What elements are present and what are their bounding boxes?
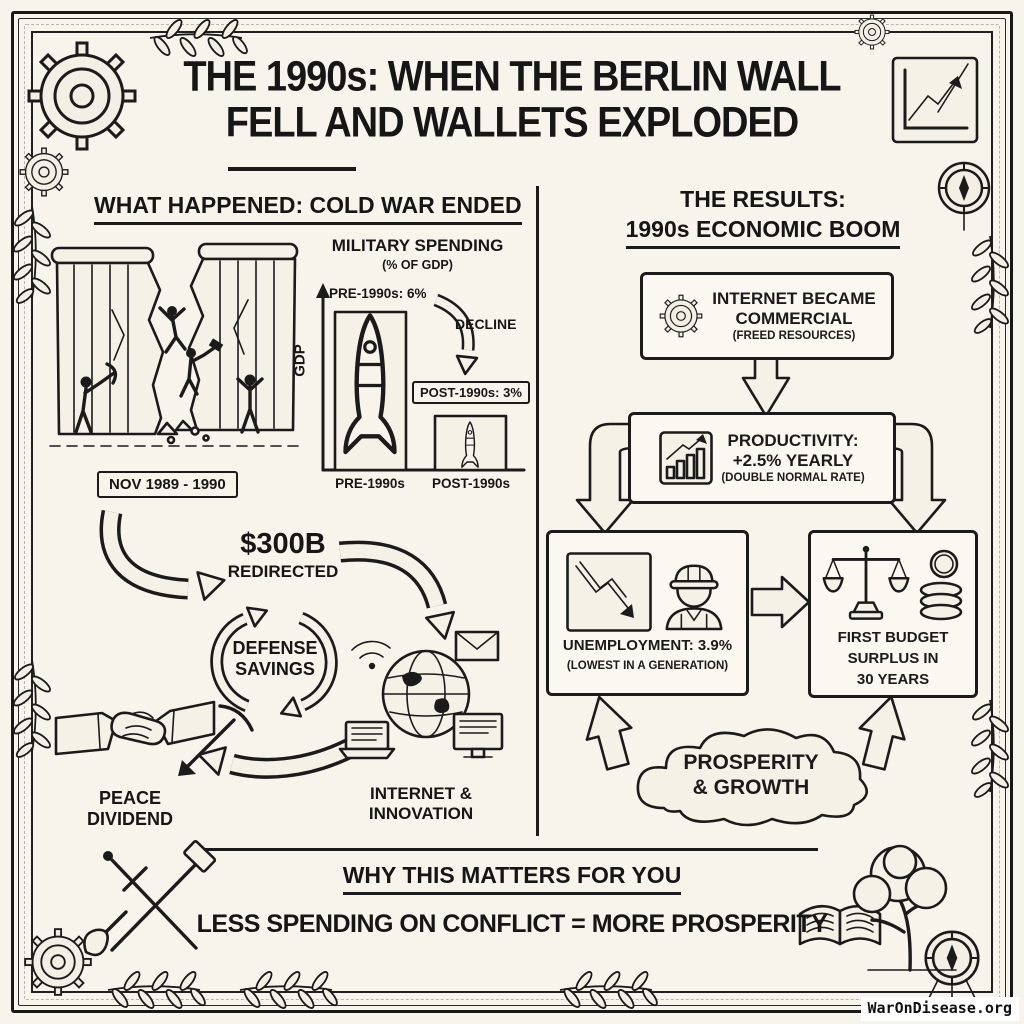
- peace-dividend-line-1: PEACE: [98, 788, 161, 808]
- surplus-box-line-1: FIRST BUDGET: [837, 628, 949, 646]
- monitor-icon: [452, 712, 504, 759]
- arrow-cloud-to-surplus: [858, 695, 906, 771]
- pickaxe-icon: [178, 704, 254, 776]
- tree-illustration: [852, 844, 957, 972]
- chart-title: MILITARY SPENDING: [331, 236, 504, 255]
- productivity-box-line-3: (DOUBLE NORMAL RATE): [721, 471, 865, 484]
- arrow-unemployment-to-surplus: [750, 575, 811, 629]
- internet-box-line-3: (FREED RESOURCES): [732, 329, 856, 342]
- unemployment-chart-icon: [565, 552, 652, 632]
- unemployment-box-line-1: UNEMPLOYMENT: 3.9%: [562, 637, 733, 654]
- defense-savings-label: DEFENSE SAVINGS: [214, 638, 336, 680]
- productivity-box-line-2: +2.5% YEARLY: [732, 450, 854, 470]
- right-heading-underlined: 1990s ECONOMIC BOOM: [625, 216, 901, 249]
- military-spending-chart: [316, 283, 526, 472]
- internet-innovation-illustration: [338, 630, 504, 760]
- berlin-wall-illustration: [49, 242, 300, 447]
- internet-innovation-label: INTERNET & INNOVATION: [346, 784, 496, 824]
- title-line-1: THE 1990s: WHEN THE BERLIN WALL: [183, 53, 841, 101]
- defense-savings-cycle-arrows: [210, 606, 338, 718]
- gear-icon: [658, 293, 705, 339]
- frame-outer: [11, 11, 1013, 1013]
- watermark: WarOnDisease.org: [860, 997, 1019, 1021]
- worker-icon: [664, 564, 723, 631]
- productivity-chart-icon: [659, 431, 714, 485]
- chart-subtitle: (% OF GDP): [382, 258, 453, 272]
- title-line-2: FELL AND WALLETS EXPLODED: [225, 99, 799, 147]
- productivity-box: PRODUCTIVITY: +2.5% YEARLY (DOUBLE NORMA…: [628, 412, 896, 504]
- peace-dividend-label: PEACE DIVIDEND: [70, 788, 190, 830]
- chart-pre-value-label: PRE-1990s: 6%: [329, 286, 427, 301]
- globe-icon: [381, 649, 471, 739]
- internet-box-line-1: INTERNET BECAME: [712, 288, 876, 308]
- envelope-icon: [454, 630, 500, 662]
- coins-icon: [919, 549, 963, 620]
- corner-ornament-bottom-right: [924, 930, 980, 1005]
- wall-figures: [74, 306, 264, 434]
- redirected-label: REDIRECTED: [227, 562, 339, 581]
- productivity-box-line-1: PRODUCTIVITY:: [727, 430, 859, 450]
- scales-icon: [822, 545, 910, 620]
- defense-savings-line-2: SAVINGS: [235, 659, 315, 679]
- laptop-icon: [338, 720, 396, 760]
- title-underline: [228, 167, 356, 171]
- internet-innovation-line-2: INNOVATION: [368, 804, 474, 823]
- wall-caption: NOV 1989 - 1990: [97, 471, 238, 498]
- budget-surplus-box: FIRST BUDGET SURPLUS IN 30 YEARS: [808, 530, 978, 698]
- decline-arrow: [433, 293, 479, 376]
- chart-x-label-post: POST-1990s: [431, 476, 511, 491]
- arrow-internet-to-peace: [197, 738, 355, 779]
- surplus-box-line-2: SURPLUS IN: [847, 649, 939, 667]
- internet-innovation-line-1: INTERNET &: [370, 784, 472, 803]
- cloud-shape: [636, 728, 868, 827]
- unemployment-box-line-2: (LOWEST IN A GENERATION): [566, 660, 729, 672]
- internet-commercial-box: INTERNET BECAME COMMERCIAL (FREED RESOUR…: [640, 272, 894, 360]
- arrow-cloud-to-unemployment: [585, 695, 633, 771]
- book-icon: [798, 904, 882, 946]
- chart-y-axis-label: GDP: [291, 344, 309, 377]
- footer-heading-underlined: WHY THIS MATTERS FOR YOU: [342, 862, 682, 895]
- chart-decline-label: DECLINE: [455, 316, 517, 332]
- footer-heading: WHY THIS MATTERS FOR YOU: [0, 862, 1024, 895]
- handshake-icon: [54, 700, 216, 756]
- growth-chart-frame-icon: [891, 56, 979, 144]
- right-section-heading-line-1: THE RESULTS:: [680, 186, 846, 212]
- corner-ornament-top-right: [847, 7, 1012, 337]
- peace-dividend-line-2: DIVIDEND: [86, 809, 173, 829]
- left-section-heading: WHAT HAPPENED: COLD WAR ENDED: [94, 192, 522, 225]
- compass-icon-bottom: [924, 930, 980, 1005]
- cloud-line-1: PROSPERITY: [683, 751, 819, 774]
- wifi-icon: [351, 640, 391, 670]
- arrow-wall-to-redirected: [99, 509, 226, 601]
- surplus-box-line-3: 30 YEARS: [856, 670, 930, 688]
- right-section-heading-line-2: 1990s ECONOMIC BOOM: [546, 216, 980, 249]
- frame-mid: [18, 18, 1006, 1006]
- chart-x-label-pre: PRE-1990s: [335, 476, 405, 491]
- unemployment-box: UNEMPLOYMENT: 3.9% (LOWEST IN A GENERATI…: [546, 530, 749, 696]
- column-divider: [536, 186, 539, 836]
- chart-post-value-label: POST-1990s: 3%: [412, 381, 530, 404]
- cloud-line-2: & GROWTH: [692, 776, 810, 799]
- footer-message: LESS SPENDING ON CONFLICT = MORE PROSPER…: [196, 910, 828, 938]
- arrow-redirected-to-internet: [338, 540, 455, 640]
- redirected-amount: $300B: [240, 528, 326, 560]
- internet-box-line-2: COMMERCIAL: [735, 308, 853, 328]
- footer-divider: [204, 848, 818, 851]
- defense-savings-line-1: DEFENSE: [232, 638, 318, 658]
- compass-icon-right: [937, 161, 991, 231]
- frame-ornament-band: [24, 24, 1000, 1000]
- frame-inner: [31, 31, 993, 993]
- prosperity-cloud: PROSPERITY & GROWTH: [620, 712, 882, 838]
